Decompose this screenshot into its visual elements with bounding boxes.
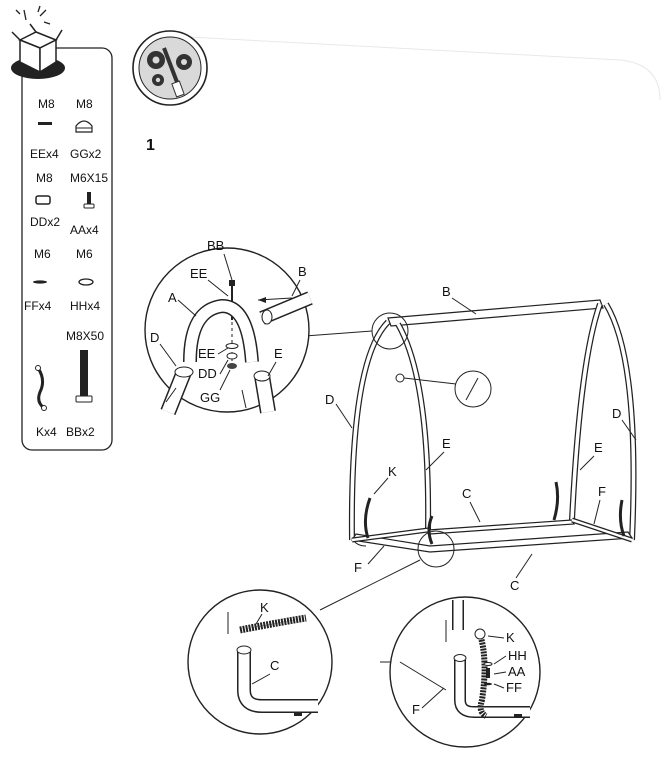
detail-bottom-left: K C	[187, 589, 333, 735]
label-f-detail: F	[412, 702, 420, 717]
bolt-aa-icon	[83, 192, 95, 209]
part-size: M6	[76, 247, 93, 261]
label-ff: FF	[506, 680, 522, 695]
label-d-right: D	[612, 406, 621, 421]
label-e-right: E	[594, 440, 603, 455]
rope-k	[363, 497, 372, 539]
label-a: A	[168, 290, 177, 305]
part-code: BBx2	[66, 425, 95, 439]
washer-ee-icon	[38, 122, 52, 125]
part-code: DDx2	[30, 215, 60, 229]
label-k-detail-left: K	[260, 600, 269, 615]
parts-panel: M8 M8 EEx4 GGx2 M8 M6X15 DDx2 AAx4 M6 M6…	[11, 5, 113, 451]
part-code: EEx4	[30, 147, 59, 161]
box-icon	[11, 5, 65, 79]
main-frame	[304, 299, 637, 663]
label-f-right: F	[598, 484, 606, 499]
label-c-back: C	[462, 486, 471, 501]
label-e-left: E	[442, 436, 451, 451]
nut-dd-icon	[35, 195, 51, 205]
label-aa: AA	[508, 664, 526, 679]
detail-top-connector: BB EE A B D EE DD E GG	[144, 238, 313, 415]
tools-gear-icon	[132, 30, 661, 106]
label-k-detail-right: K	[506, 630, 515, 645]
label-ee-top: EE	[190, 266, 208, 281]
part-size: M8	[36, 171, 53, 185]
part-code: Kx4	[36, 425, 57, 439]
part-size: M8	[76, 97, 93, 111]
label-k: K	[388, 464, 397, 479]
label-f-left: F	[354, 560, 362, 575]
step-number: 1	[146, 137, 155, 154]
label-c-front: C	[510, 578, 519, 593]
long-bolt-bb-icon	[75, 350, 93, 403]
label-ee-mid: EE	[198, 346, 216, 361]
label-b: B	[442, 284, 451, 299]
label-hh: HH	[508, 648, 527, 663]
detail-bottom-right: K HH AA FF F	[389, 596, 541, 748]
part-code: HHx4	[70, 299, 100, 313]
washer-hh-icon	[78, 278, 94, 286]
label-d-left: D	[325, 392, 334, 407]
part-size: M8	[38, 97, 55, 111]
part-size: M6X15	[70, 171, 108, 185]
cap-nut-gg-icon	[75, 120, 93, 133]
label-e-detail: E	[274, 346, 283, 361]
label-d-detail: D	[150, 330, 159, 345]
part-code: GGx2	[70, 147, 102, 161]
label-c-detail: C	[270, 658, 279, 673]
main-labels: B D D E E K C F F C	[325, 284, 637, 593]
label-gg: GG	[200, 390, 220, 405]
label-bb: BB	[207, 238, 224, 253]
label-dd: DD	[198, 366, 217, 381]
part-size: M8X50	[66, 329, 104, 343]
label-b-detail: B	[298, 264, 307, 279]
washer-ff-icon	[33, 280, 47, 284]
part-code: AAx4	[70, 223, 99, 237]
rope-k-icon	[36, 367, 45, 410]
part-code: FFx4	[24, 299, 52, 313]
part-size: M6	[34, 247, 51, 261]
